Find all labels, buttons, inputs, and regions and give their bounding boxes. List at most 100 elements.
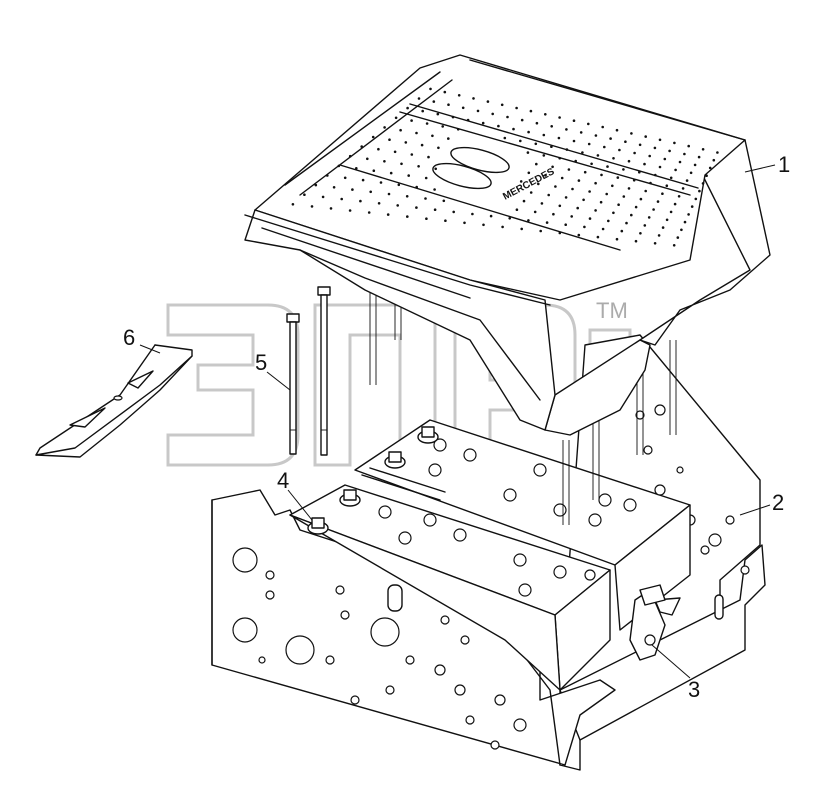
perforation-dot (571, 187, 574, 191)
perforation-dot (685, 179, 689, 182)
perforation-dot (701, 148, 705, 151)
perforation-dot (429, 87, 432, 91)
perforation-dot (527, 171, 531, 175)
perforation-dot (653, 146, 657, 150)
perforation-dot (355, 167, 358, 170)
perforation-dot (644, 189, 647, 193)
perforation-dot (594, 134, 598, 137)
perforation-dot (515, 106, 518, 110)
perforation-dot (526, 151, 530, 154)
perforation-dot (654, 173, 657, 177)
perforation-dot (303, 193, 306, 196)
perforation-dot (689, 171, 693, 175)
perforation-dot (512, 127, 515, 131)
perforation-dot (432, 100, 436, 103)
perforation-dot (658, 138, 662, 142)
perforation-dot (486, 100, 490, 103)
perforation-dot (447, 103, 450, 106)
perforation-dot (406, 106, 409, 110)
perforation-dot (482, 223, 485, 227)
perforation-dot (427, 155, 430, 159)
perforation-dot (501, 225, 504, 229)
perforation-dot (361, 178, 365, 182)
perforation-dot (326, 174, 329, 177)
perforation-dot (314, 183, 318, 187)
perforation-dot (535, 121, 539, 125)
perforation-dot (407, 174, 411, 177)
perforation-dot (600, 173, 603, 177)
perforation-dot (437, 146, 440, 150)
perforation-dot (639, 232, 642, 235)
perforation-dot (360, 145, 364, 148)
perforation-dot (400, 162, 403, 166)
perforation-dot (712, 158, 716, 162)
perforation-dot (542, 133, 546, 137)
perforation-dot (399, 128, 402, 132)
perforation-dot (424, 176, 428, 180)
perforation-dot (678, 160, 682, 164)
perforation-dot (529, 109, 533, 113)
perforation-dot (329, 207, 333, 210)
perforation-dot (612, 211, 615, 215)
perforation-dot (372, 169, 376, 172)
perforation-dot (683, 220, 687, 224)
perforation-dot (383, 126, 386, 129)
perforation-dot (572, 139, 576, 143)
perforation-dot (550, 145, 553, 148)
perforation-dot (680, 228, 683, 232)
perforation-dot (565, 148, 569, 151)
perforation-dot (463, 221, 466, 225)
perforation-dot (551, 165, 554, 169)
perforation-dot (310, 205, 314, 208)
perforation-dot (579, 131, 583, 134)
perforation-dot (529, 191, 533, 194)
perforation-dot (527, 130, 530, 134)
perforation-dot (570, 215, 573, 218)
perforation-dot (410, 119, 413, 122)
perforation-dot (415, 206, 418, 209)
perforation-dot (630, 132, 633, 135)
perforation-dot (348, 209, 352, 212)
perforation-dot (634, 205, 638, 209)
perforation-dot (406, 215, 409, 218)
perforation-dot (616, 176, 620, 179)
perforation-dot (420, 143, 424, 147)
perforation-dot (545, 221, 549, 224)
perforation-dot (596, 154, 600, 157)
perforation-dot (634, 239, 638, 243)
perforation-dot (332, 186, 336, 189)
perforation-dot (576, 206, 579, 210)
perforation-dot (519, 139, 522, 143)
perforation-dot (539, 229, 542, 233)
perforation-dot (643, 162, 646, 166)
perforation-dot (519, 180, 523, 183)
perforation-dot (672, 244, 676, 247)
perforation-dot (441, 125, 445, 128)
perforation-dot (701, 182, 705, 185)
latch-clamp (629, 584, 681, 661)
perforation-dot (527, 219, 530, 222)
perforation-dot (615, 237, 619, 241)
perforation-dot (673, 202, 677, 206)
perforation-dot (558, 231, 562, 235)
perforation-dot (599, 200, 603, 204)
perforation-dot (596, 235, 600, 239)
perforation-dot (558, 116, 561, 119)
perforation-dot (673, 141, 676, 145)
perforation-dot (612, 157, 615, 160)
perforation-dot (644, 135, 647, 138)
perforation-dot (663, 157, 667, 161)
perforation-dot (537, 182, 540, 186)
perforation-dot (388, 138, 391, 141)
perforation-dot (554, 185, 557, 188)
perforation-dot (396, 204, 400, 207)
perforation-dot (588, 217, 592, 220)
perforation-dot (661, 192, 664, 195)
perforation-dot (607, 219, 610, 223)
perforation-dot (601, 227, 605, 231)
perforation-dot (389, 171, 393, 175)
perforation-dot (534, 142, 538, 146)
perforation-dot (491, 112, 495, 116)
perforation-dot (415, 185, 419, 189)
battery-box-frame (211, 334, 766, 771)
